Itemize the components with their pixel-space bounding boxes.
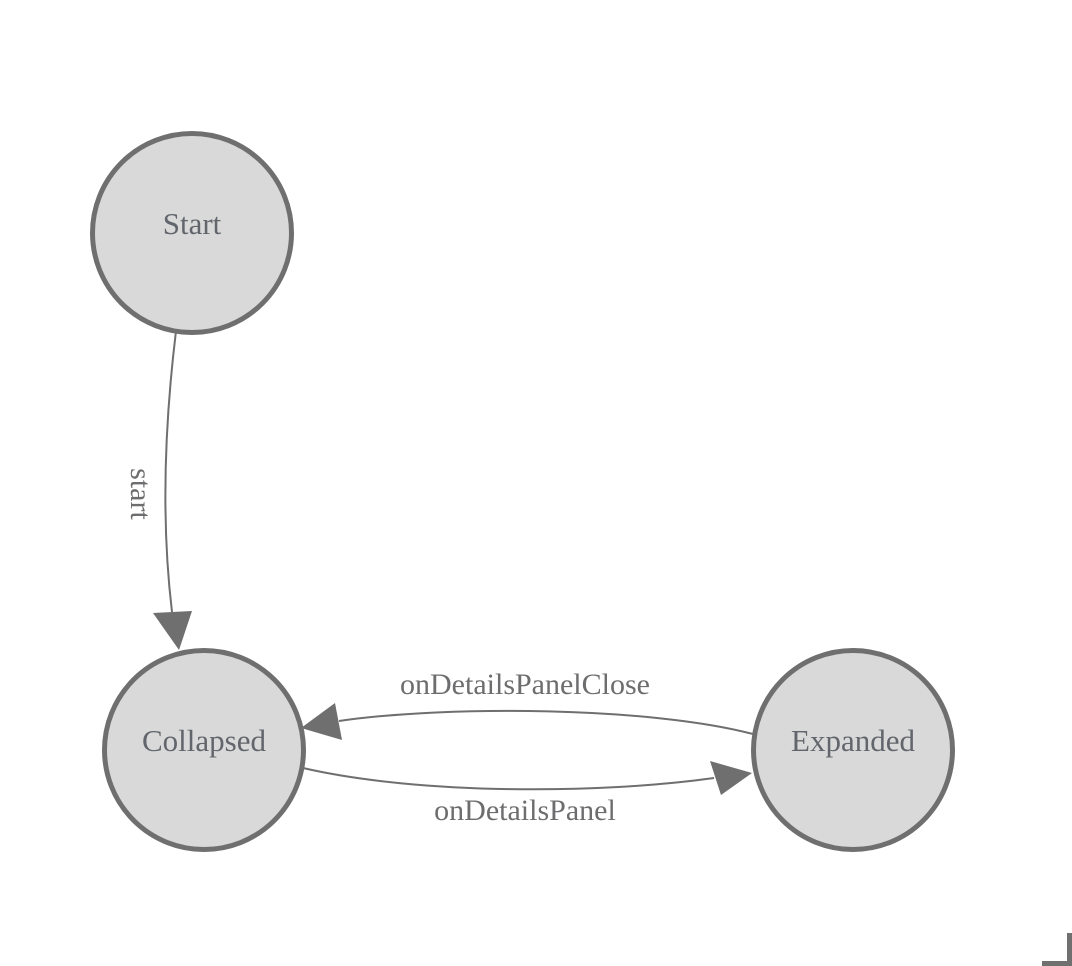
edge-start-to-collapsed bbox=[164, 330, 177, 613]
state-node-expanded[interactable]: Expanded bbox=[751, 648, 955, 852]
state-node-collapsed[interactable]: Collapsed bbox=[102, 648, 306, 852]
edge-label-ondetailspanel: onDetailsPanel bbox=[434, 794, 616, 827]
resize-corner-bracket bbox=[1042, 933, 1072, 966]
state-node-expanded-label: Expanded bbox=[791, 723, 915, 758]
edge-expanded-to-collapsed bbox=[338, 709, 754, 735]
arrowhead-into-expanded-left bbox=[710, 761, 752, 795]
state-node-collapsed-label: Collapsed bbox=[142, 723, 266, 758]
state-node-start[interactable]: Start bbox=[90, 131, 294, 335]
edge-collapsed-to-expanded bbox=[302, 767, 715, 791]
edge-label-ondetailspanelclose: onDetailsPanelClose bbox=[400, 668, 650, 701]
arrowhead-into-collapsed-right bbox=[301, 703, 342, 740]
state-node-start-label: Start bbox=[162, 206, 222, 241]
edge-label-start: start bbox=[124, 468, 157, 520]
arrowhead-into-collapsed-top bbox=[153, 611, 192, 650]
